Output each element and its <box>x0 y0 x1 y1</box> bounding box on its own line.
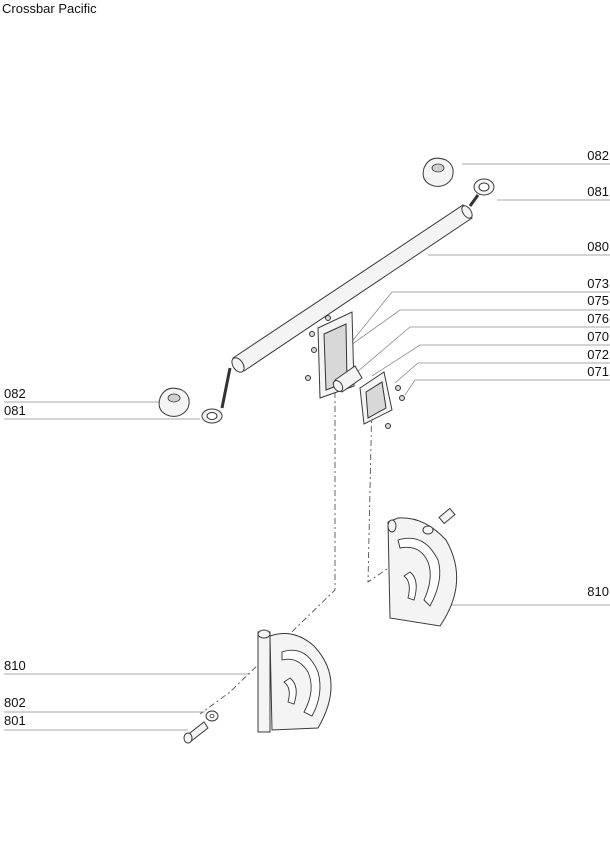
end-cap-top <box>422 157 454 187</box>
part-label-080: 080 <box>587 239 609 254</box>
clamp-bracket-right <box>359 371 405 429</box>
part-label-071: 071 <box>587 364 609 379</box>
crossbar-tube <box>231 204 473 373</box>
part-label-075: 075 <box>587 293 609 308</box>
eye-bolt-left <box>201 367 232 424</box>
part-label-076: 076 <box>587 311 609 326</box>
part-label-081-top: 081 <box>587 184 609 199</box>
page-title: Crossbar Pacific <box>2 1 97 16</box>
bolt-right <box>422 507 456 535</box>
part-label-082-top: 082 <box>587 148 609 163</box>
part-label-073: 073 <box>587 276 609 291</box>
part-label-070: 070 <box>587 329 609 344</box>
end-cap-left <box>158 387 190 417</box>
eye-bolt-top <box>468 178 495 207</box>
washer-802 <box>205 710 219 722</box>
part-label-802: 802 <box>4 695 26 710</box>
part-label-810-right: 810 <box>587 584 609 599</box>
bolt-801 <box>183 721 209 744</box>
part-label-801: 801 <box>4 713 26 728</box>
part-label-072: 072 <box>587 347 609 362</box>
part-label-081-left: 081 <box>4 403 26 418</box>
bracket-plate-left <box>257 629 332 733</box>
part-label-082-left: 082 <box>4 386 26 401</box>
spacer-tube <box>332 365 363 393</box>
part-label-810-left: 810 <box>4 658 26 673</box>
bracket-plate-right <box>387 517 458 627</box>
leader-lines <box>4 163 610 731</box>
